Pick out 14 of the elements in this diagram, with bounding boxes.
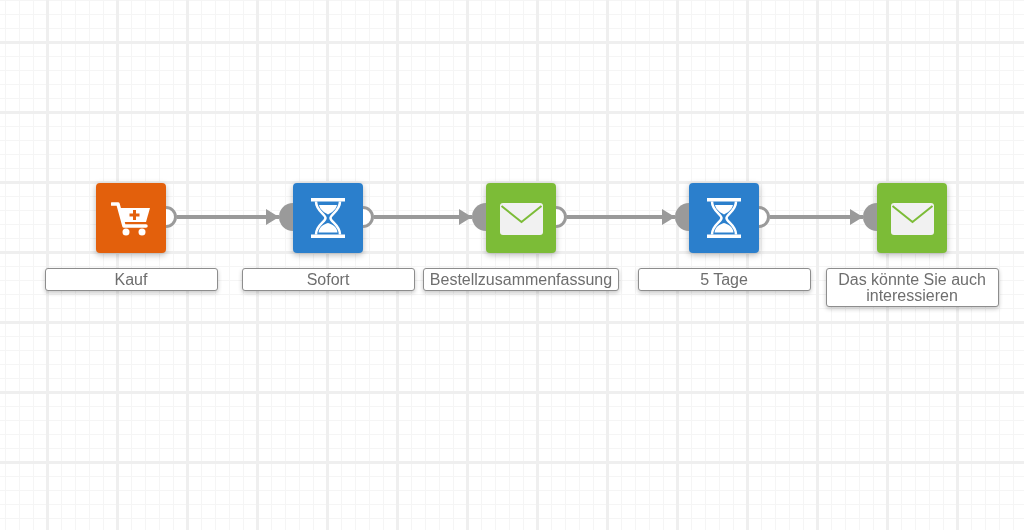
action-tile	[486, 183, 556, 253]
name-field: Bestellzusammenfassung	[423, 268, 619, 291]
action-tile	[96, 183, 166, 253]
arrow	[770, 209, 863, 225]
name-field: Sofort	[241, 268, 415, 291]
arrow	[374, 209, 472, 225]
action-tile	[689, 183, 759, 253]
name-field: Kauf	[44, 268, 218, 291]
action-tile	[877, 183, 947, 253]
arrow	[567, 209, 675, 225]
name-field: 5 Tage	[637, 268, 811, 291]
arrow	[177, 209, 279, 225]
action-tile	[293, 183, 363, 253]
name-field: Das könnte Sie auch interessieren	[825, 268, 999, 307]
